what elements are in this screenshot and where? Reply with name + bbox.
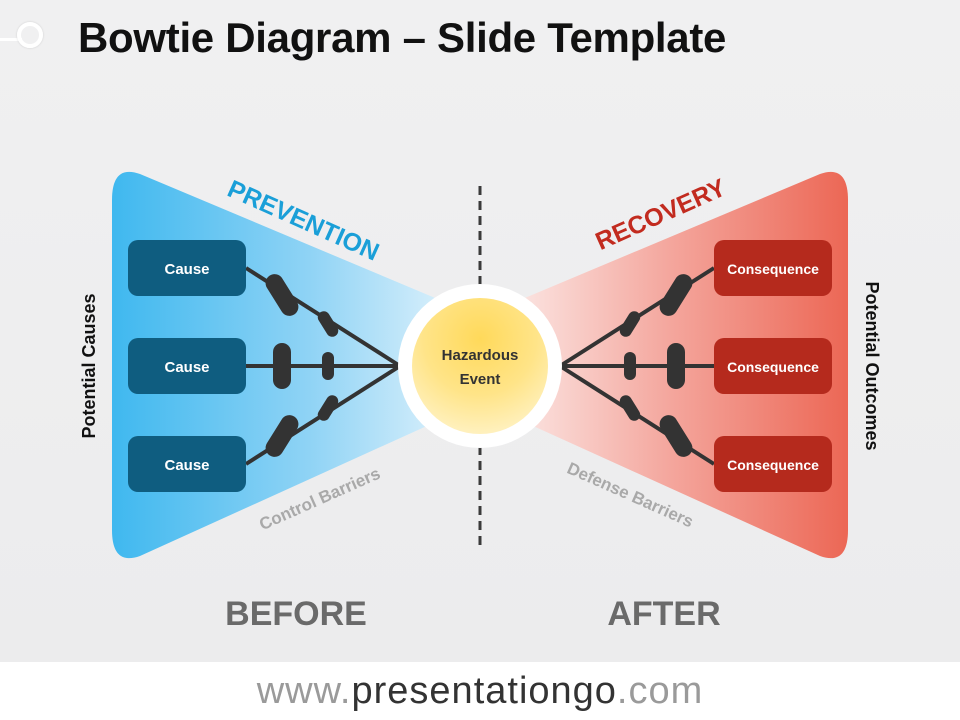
barrier-pill	[667, 343, 685, 389]
svg-text:Cause: Cause	[164, 457, 209, 474]
footer-prefix: www.	[256, 670, 352, 712]
svg-text:Consequence: Consequence	[727, 261, 819, 277]
svg-text:Consequence: Consequence	[727, 359, 819, 375]
potential-causes-label: Potential Causes	[79, 293, 99, 438]
svg-text:Cause: Cause	[164, 261, 209, 278]
barrier-pill	[317, 395, 339, 421]
cause-box: Cause	[128, 436, 246, 492]
bowtie-diagram: Cause Cause Cause Consequence Consequenc…	[79, 171, 882, 633]
barrier-pill	[317, 311, 339, 337]
footer-url: www.presentationgo.com	[0, 662, 960, 720]
barrier-pill	[659, 415, 693, 457]
slide-title: Bowtie Diagram – Slide Template	[78, 14, 727, 61]
barrier-pill	[265, 274, 299, 316]
potential-outcomes-label: Potential Outcomes	[862, 281, 882, 450]
barrier-pill	[624, 352, 636, 380]
barrier-pill	[273, 343, 291, 389]
barrier-pill	[659, 274, 693, 316]
footer-suffix: .com	[616, 670, 704, 712]
consequence-box: Consequence	[714, 436, 832, 492]
svg-text:Cause: Cause	[164, 359, 209, 376]
defense-barriers	[619, 274, 693, 457]
barrier-pill	[619, 395, 641, 421]
after-label: AFTER	[607, 595, 720, 633]
event-line-1: Hazardous	[442, 347, 519, 364]
hazardous-event	[412, 298, 548, 434]
cause-box: Cause	[128, 338, 246, 394]
consequence-box: Consequence	[714, 338, 832, 394]
consequence-box: Consequence	[714, 240, 832, 296]
event-line-2: Event	[460, 371, 501, 388]
barrier-pill	[265, 415, 299, 457]
pin-icon	[17, 22, 43, 48]
pin-line	[0, 38, 22, 41]
footer-brand: presentationgo	[351, 670, 617, 712]
control-barriers	[265, 274, 339, 457]
before-label: BEFORE	[225, 595, 367, 633]
barrier-pill	[322, 352, 334, 380]
cause-box: Cause	[128, 240, 246, 296]
barrier-pill	[619, 311, 641, 337]
slide: Bowtie Diagram – Slide Template	[0, 0, 960, 662]
svg-text:Consequence: Consequence	[727, 457, 819, 473]
